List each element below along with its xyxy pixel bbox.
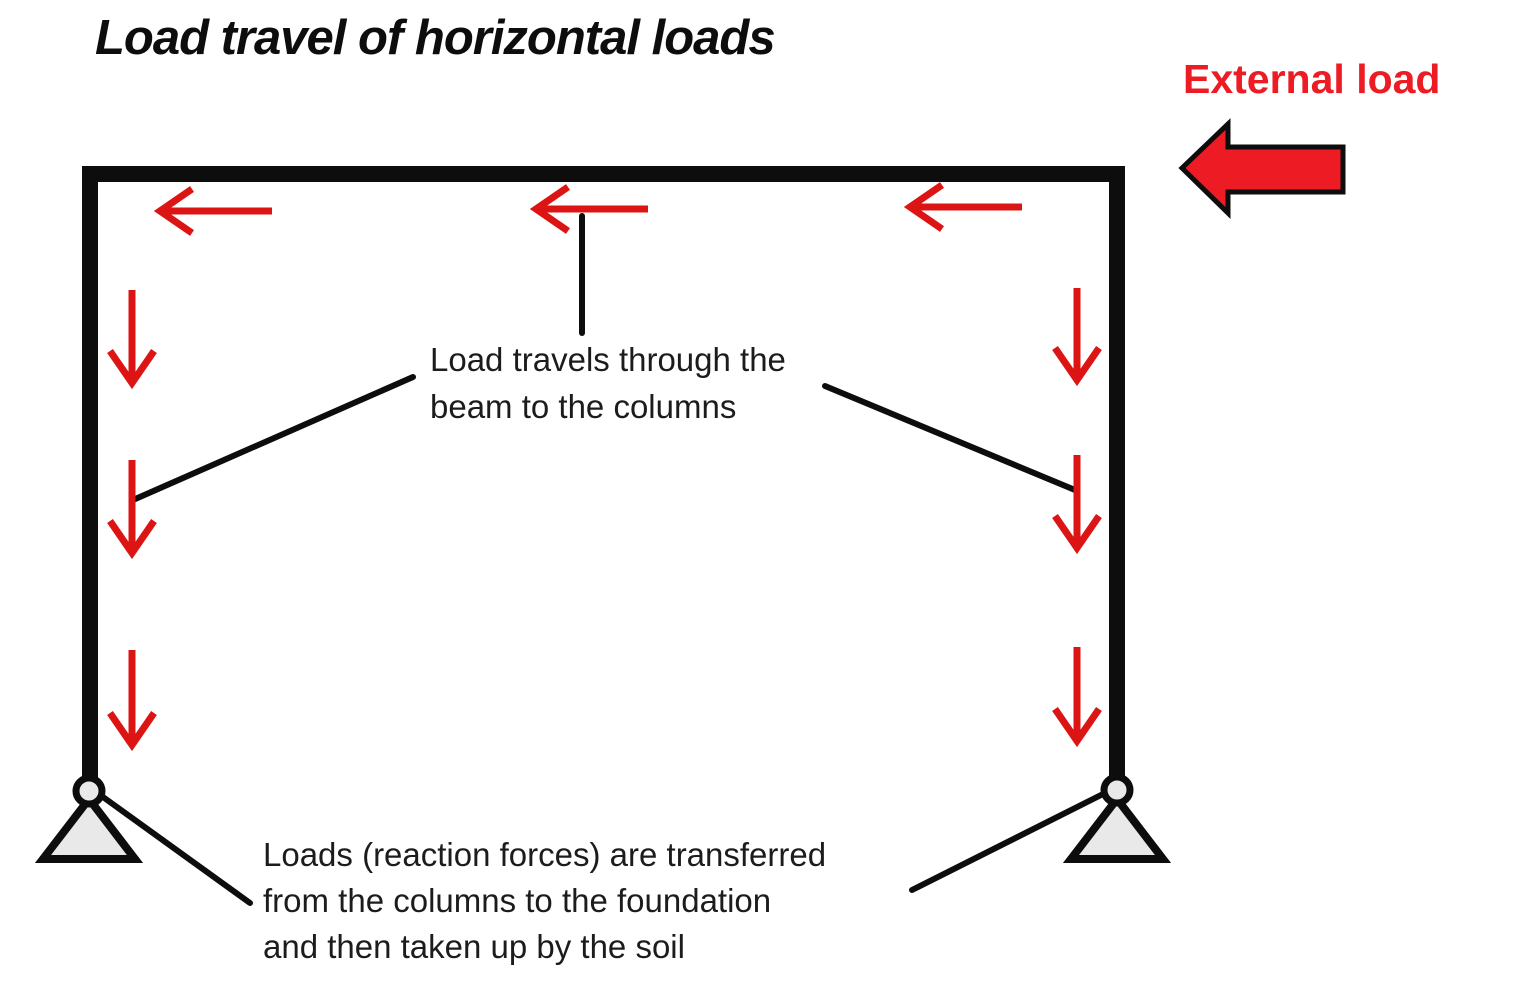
leader-line-right-column: [822, 383, 1078, 493]
right-column-load-arrow-2-icon: [1052, 455, 1102, 555]
leader-line-left-support: [100, 794, 253, 906]
external-load-label: External load: [1183, 56, 1441, 102]
beam-load-arrow-1-icon: [153, 186, 272, 236]
beam-note: Load travels through the beam to the col…: [430, 336, 786, 430]
left-column-load-arrow-3-icon: [107, 650, 157, 752]
support-triangle-left: [34, 792, 144, 863]
foundation-note-line: from the columns to the foundation: [263, 882, 772, 919]
support-pin-circle-left: [72, 774, 106, 808]
left-column-load-arrow-2-icon: [107, 460, 157, 560]
leader-line-left-column: [130, 374, 416, 503]
right-column-load-arrow-1-icon: [1052, 288, 1102, 387]
pin-support-right: [1062, 773, 1172, 863]
left-column-load-arrow-1-icon: [107, 290, 157, 390]
right-column-load-arrow-3-icon: [1052, 647, 1102, 748]
beam-load-arrow-2-icon: [529, 184, 648, 234]
beam-load-arrow-3-icon: [903, 182, 1022, 232]
beam-note-line: beam to the columns: [430, 388, 737, 425]
diagram-title: Load travel of horizontal loads: [95, 11, 776, 65]
foundation-note-line: and then taken up by the soil: [263, 928, 685, 965]
beam-note-line: Load travels through the: [430, 341, 786, 378]
external-load-left-block-arrow-icon: [1178, 118, 1346, 219]
support-pin-circle-right: [1100, 773, 1134, 807]
foundation-note: Loads (reaction forces) are transferred …: [263, 832, 826, 970]
pin-support-left: [34, 774, 144, 863]
frame-structure: [82, 166, 1125, 779]
foundation-note-line: Loads (reaction forces) are transferred: [263, 836, 827, 873]
leader-line-right-support: [909, 790, 1108, 893]
support-triangle-right: [1062, 792, 1172, 863]
